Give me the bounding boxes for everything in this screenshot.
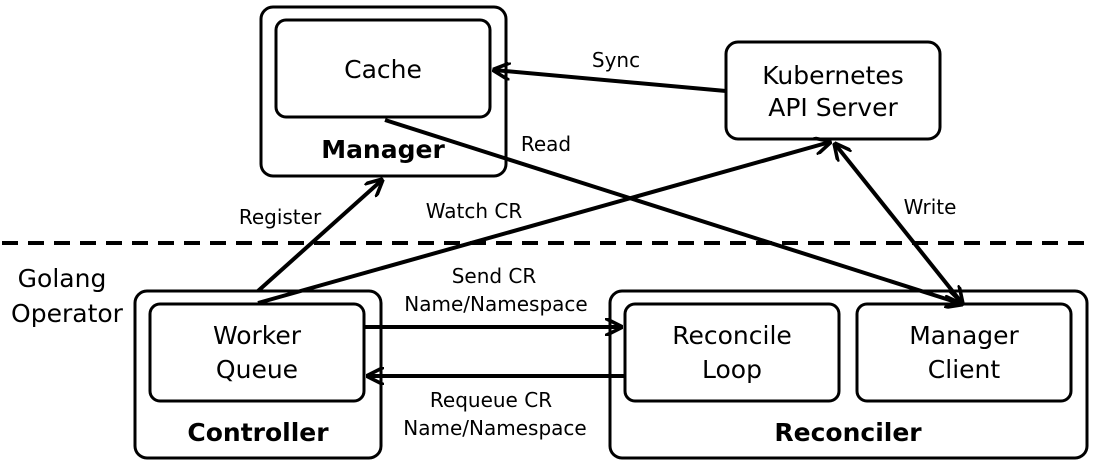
requeue-cr-label-line2: Name/Namespace [403,416,586,440]
manager-client-box: Manager Client [855,302,1073,403]
sync-label: Sync [592,48,640,72]
send-cr-label-line1: Send CR [452,264,537,288]
golang-operator-label-line1: Golang [18,264,107,293]
sync-arrow [494,70,727,93]
cache-box: Cache [274,18,492,119]
watch-cr-arrow [257,142,830,305]
register-arrow [256,180,382,293]
write-label: Write [904,195,957,219]
controller-label: Controller [187,418,329,447]
manager-label: Manager [321,135,445,164]
read-label: Read [521,132,571,156]
golang-operator-label-line2: Operator [11,299,124,328]
send-cr-label-line2: Name/Namespace [404,292,587,316]
write-arrow [835,144,962,303]
api-server-line1: Kubernetes [762,61,904,90]
worker-queue-line2: Queue [216,355,298,384]
api-server-box: Kubernetes API Server [724,40,942,141]
watch-cr-label: Watch CR [426,199,523,223]
manager-client-line1: Manager [909,321,1019,350]
worker-queue-line1: Worker [213,321,302,350]
reconcile-loop-box: Reconcile Loop [623,302,841,403]
manager-client-line2: Client [928,355,1001,384]
reconciler-label: Reconciler [774,418,922,447]
requeue-cr-label-line1: Requeue CR [430,388,552,412]
reconcile-loop-line1: Reconcile [672,321,792,350]
register-label: Register [239,205,322,229]
reconcile-loop-line2: Loop [702,355,762,384]
api-server-line2: API Server [768,93,898,122]
cache-label: Cache [344,55,422,84]
worker-queue-box: Worker Queue [148,302,366,403]
